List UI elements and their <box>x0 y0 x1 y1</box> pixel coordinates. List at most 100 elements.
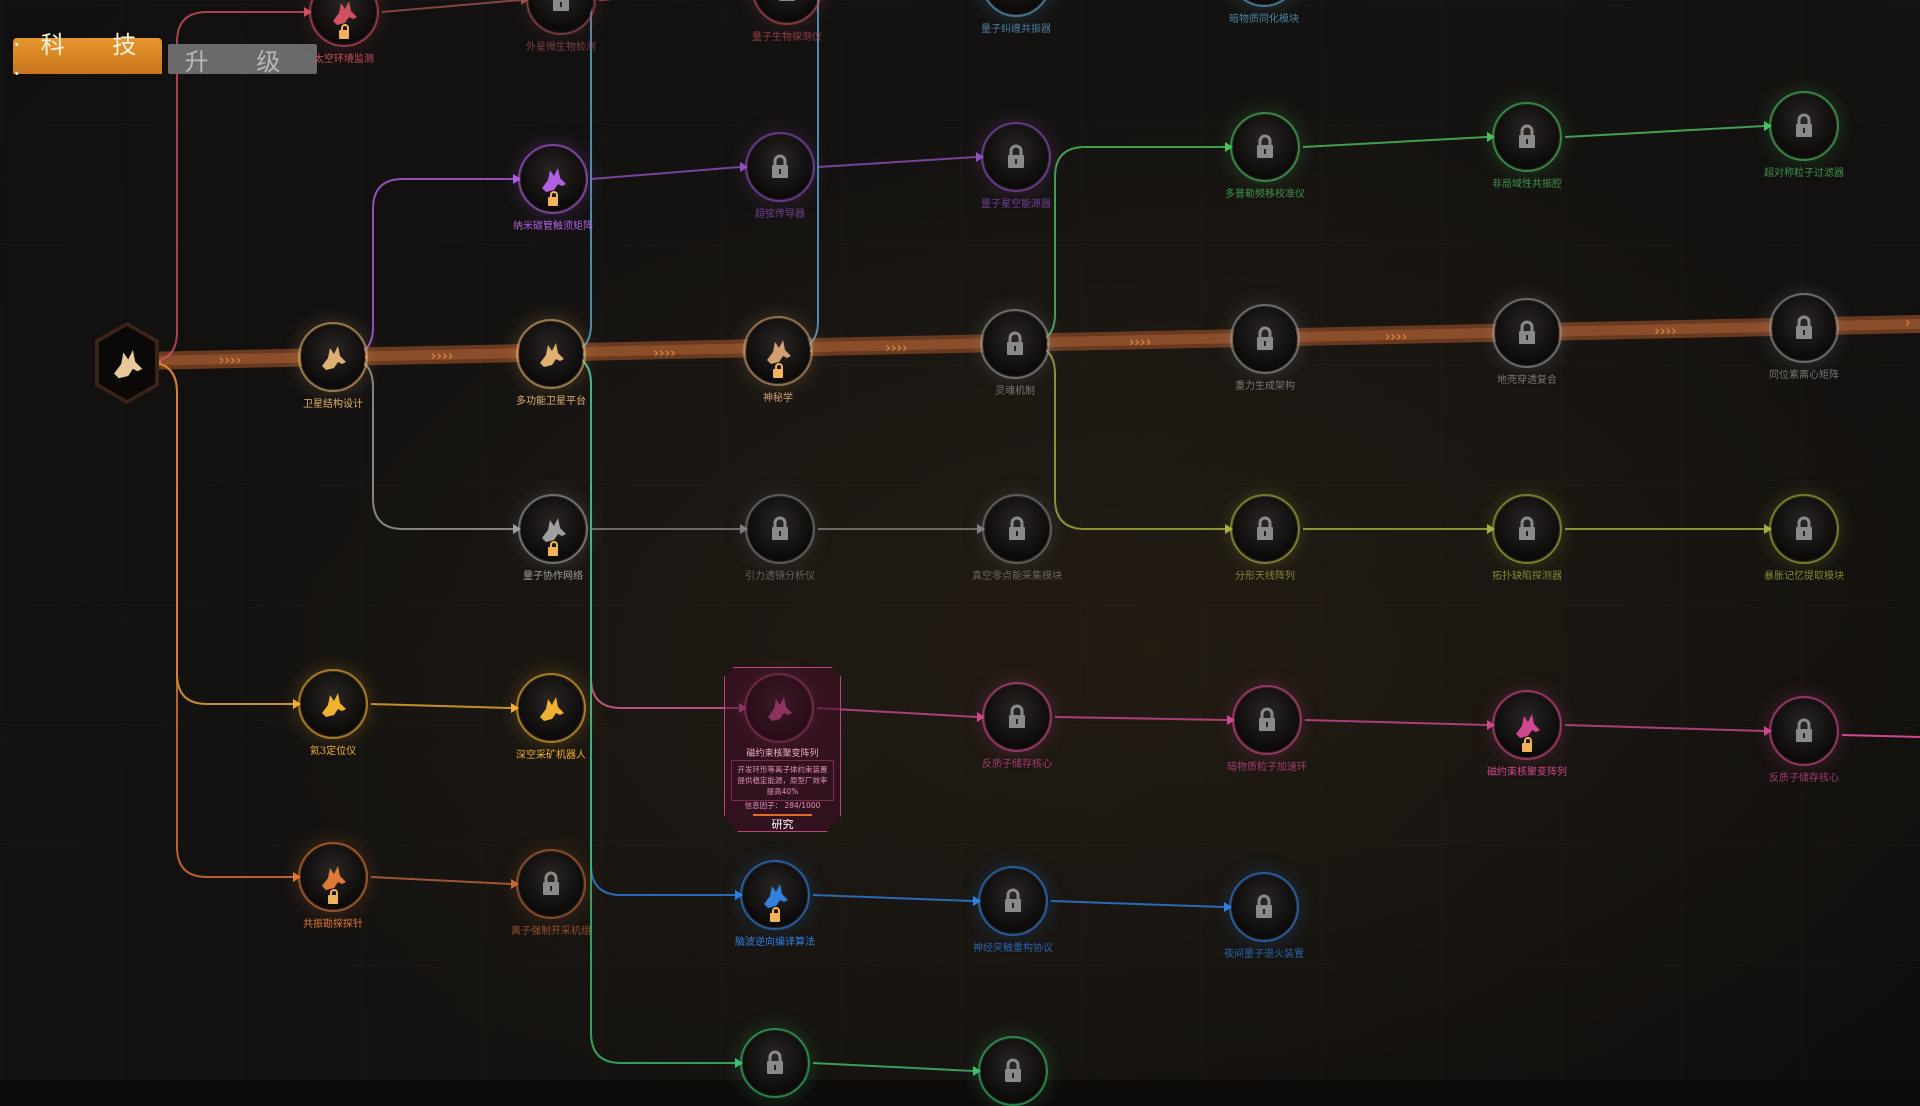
card-title: 磁约束核聚变阵列 <box>746 749 819 759</box>
node-ring <box>1492 102 1562 172</box>
tech-node-label: 多功能卫星平台 <box>516 396 586 407</box>
tech-node-label: 脑波逆向编译算法 <box>735 937 815 948</box>
tech-node-label: 反质子储存核心 <box>982 759 1052 770</box>
tech-node[interactable] <box>1769 494 1839 564</box>
track-chevrons: ›››› <box>885 341 907 357</box>
tech-node[interactable] <box>1769 91 1839 161</box>
root-node[interactable] <box>95 322 159 404</box>
link-arrow <box>740 524 748 534</box>
tech-link <box>1564 724 1765 732</box>
tech-node[interactable] <box>1232 685 1302 755</box>
node-ring <box>1492 494 1562 564</box>
link-arrow <box>735 890 743 900</box>
tech-node[interactable] <box>982 682 1052 752</box>
node-ring <box>1769 91 1839 161</box>
tech-node[interactable] <box>745 132 815 202</box>
tech-node[interactable] <box>1492 298 1562 368</box>
tech-node[interactable] <box>1769 293 1839 363</box>
tech-node-label: 同位素离心矩阵 <box>1769 370 1839 381</box>
tab-tech[interactable]: ·科 技· <box>13 31 162 88</box>
node-ring <box>1492 298 1562 368</box>
tech-node[interactable] <box>298 322 368 392</box>
tech-node[interactable] <box>516 319 586 389</box>
tech-tree-links: ››››››››››››››››››››››››››››› <box>140 0 1920 1076</box>
unlock-available-icon <box>548 541 558 556</box>
tech-node-label: 多普勒频移校准仪 <box>1225 189 1305 200</box>
tech-node[interactable] <box>978 1036 1048 1106</box>
link-arrow <box>293 699 301 709</box>
tech-link <box>1024 146 1225 345</box>
node-ring <box>743 316 813 386</box>
tech-link <box>590 166 741 180</box>
node-ring <box>1769 494 1839 564</box>
tech-node[interactable] <box>298 842 368 912</box>
link-arrow <box>1487 524 1495 534</box>
tech-node[interactable] <box>1230 304 1300 374</box>
tech-link <box>816 707 978 718</box>
link-arrow <box>740 162 748 172</box>
node-ring <box>298 669 368 739</box>
tech-link <box>812 1062 974 1072</box>
tech-node-label: 引力透镜分析仪 <box>745 571 815 582</box>
tech-link <box>1024 343 1225 530</box>
link-arrow <box>973 1066 981 1076</box>
node-ring <box>1229 872 1299 942</box>
tech-link <box>1302 136 1488 148</box>
node-ring <box>1230 112 1300 182</box>
wolf-icon <box>114 350 143 379</box>
tech-node[interactable] <box>516 673 586 743</box>
tech-link <box>370 876 512 885</box>
tech-node-label: 离子强制开采机组 <box>511 926 591 937</box>
tech-node[interactable] <box>1769 696 1839 766</box>
research-button[interactable]: 研究 <box>753 814 812 832</box>
tech-node-label: 量子生物探测仪 <box>752 32 822 43</box>
tech-node-label: 超弦传导器 <box>755 209 805 220</box>
link-arrow <box>1764 524 1772 534</box>
tech-link <box>146 11 304 363</box>
node-ring <box>298 322 368 392</box>
tech-node[interactable] <box>982 494 1052 564</box>
tech-node[interactable] <box>740 1028 810 1098</box>
node-ring <box>981 122 1051 192</box>
node-ring <box>745 132 815 202</box>
tech-node[interactable] <box>1230 494 1300 564</box>
tech-link <box>560 353 735 896</box>
tech-link <box>342 356 513 530</box>
link-arrow <box>1487 720 1495 730</box>
node-ring <box>518 494 588 564</box>
node-ring <box>982 494 1052 564</box>
tech-node-label: 真空零点能采集模块 <box>972 571 1062 582</box>
tab-upgrade[interactable]: 升 级 <box>168 44 317 76</box>
tech-node-label: 暴胀记忆提取模块 <box>1764 571 1844 582</box>
tech-node[interactable] <box>298 669 368 739</box>
card-description: 开发环形等离子体约束装置提供稳定能源，原型厂效率提高40% <box>731 760 834 801</box>
tech-node[interactable] <box>1492 102 1562 172</box>
link-arrow <box>977 524 985 534</box>
tech-node[interactable] <box>1229 872 1299 942</box>
track-chevrons: ›››› <box>1129 335 1151 351</box>
tech-link <box>1050 900 1225 908</box>
tech-node[interactable] <box>516 849 586 919</box>
track-chevron-end: › <box>1905 315 1911 331</box>
tech-node-label: 暗物质同化模块 <box>1229 14 1299 25</box>
node-ring <box>982 682 1052 752</box>
tech-node[interactable] <box>745 494 815 564</box>
link-arrow <box>511 703 519 713</box>
tech-node[interactable] <box>1492 494 1562 564</box>
tech-link <box>812 894 974 902</box>
tech-node[interactable] <box>1230 112 1300 182</box>
node-ring <box>1769 293 1839 363</box>
link-arrow <box>1764 726 1772 736</box>
node-ring <box>1230 494 1300 564</box>
tech-link <box>1564 125 1765 138</box>
tech-node[interactable] <box>978 866 1048 936</box>
tech-node[interactable] <box>980 309 1050 379</box>
tech-link <box>1304 719 1488 726</box>
tech-node-label: 暗物质粒子加速环 <box>1227 762 1307 773</box>
tech-link <box>146 361 293 705</box>
tech-node[interactable] <box>981 122 1051 192</box>
link-arrow <box>1224 902 1232 912</box>
node-ring <box>1230 304 1300 374</box>
link-arrow <box>511 879 519 889</box>
link-arrow <box>976 152 984 162</box>
